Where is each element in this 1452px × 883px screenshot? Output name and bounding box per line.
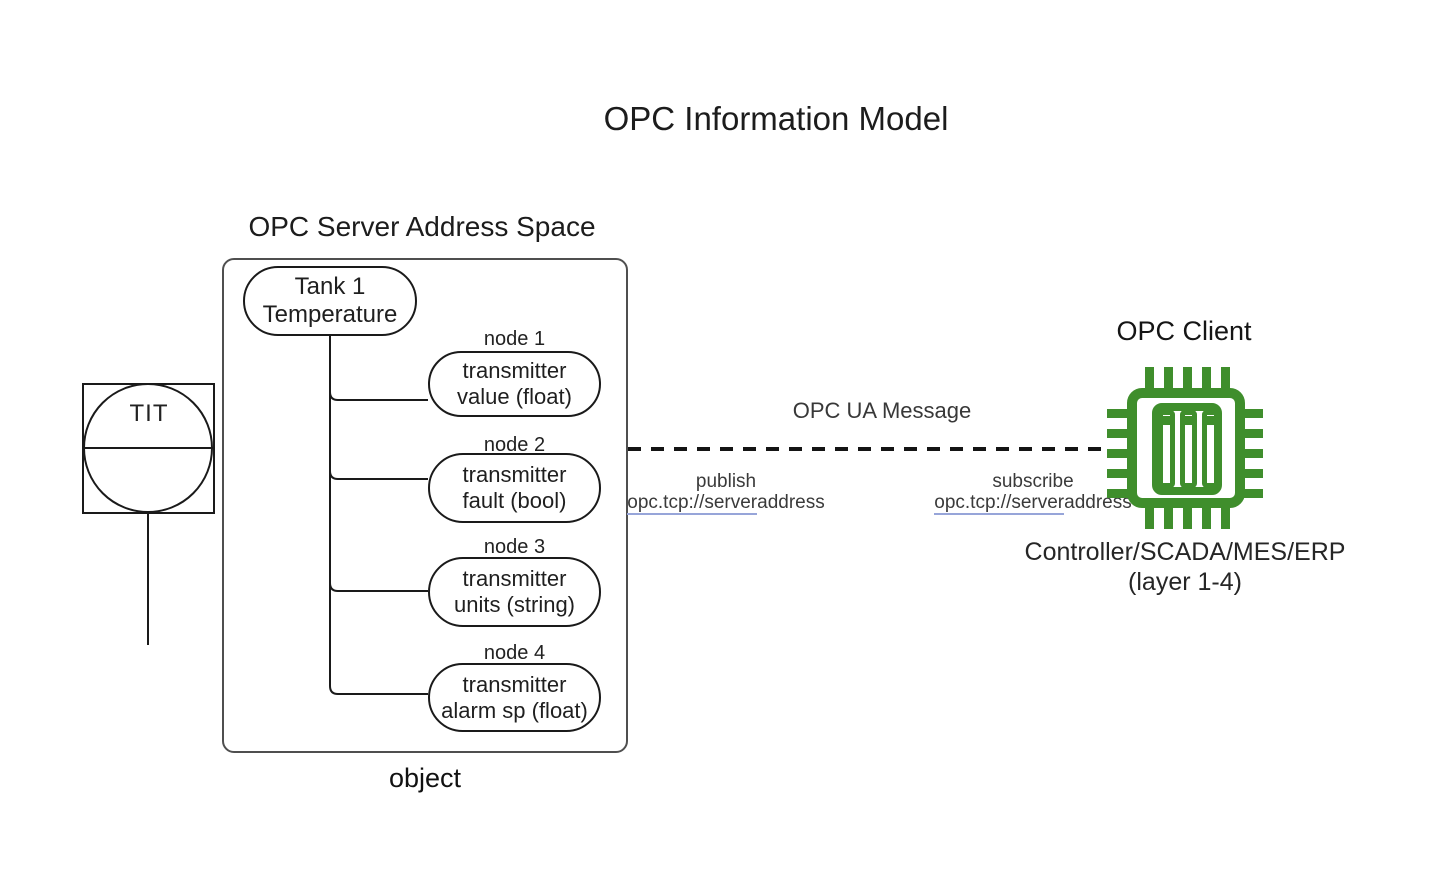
client-caption-line2: (layer 1-4) [1128,568,1242,596]
instrument-tag: TIT [129,400,169,427]
node-1-capsule: transmitter value (float) [428,351,601,417]
object-caption: object [388,763,462,793]
publish-address: opc.tcp://serveraddress [621,492,831,515]
message-label: OPC UA Message [792,398,972,423]
server-heading: OPC Server Address Space [248,211,596,242]
root-node-line2: Temperature [262,301,398,328]
root-node-capsule: Tank 1 Temperature [243,266,417,336]
subscribe-address-link[interactable]: opc.tcp://server [934,492,1065,515]
page-title: OPC Information Model [603,100,949,137]
node-2-capsule: transmitter fault (bool) [428,453,601,523]
node-3-label: node 3 [483,536,546,558]
node-1-label: node 1 [483,328,546,350]
dashed-link-line [628,447,1108,451]
node-4-capsule: transmitter alarm sp (float) [428,663,601,732]
node-3-line1: transmitter [462,566,567,591]
subscribe-action: subscribe [992,471,1074,492]
node-1-line2: value (float) [457,384,572,409]
node-1-line1: transmitter [462,358,567,383]
publish-action: publish [695,471,757,492]
publish-endpoint: publish opc.tcp://serveraddress [621,471,831,515]
tit-instrument-symbol [82,383,215,645]
node-3-line2: units (string) [453,592,576,617]
chip-icon [1107,367,1263,529]
client-caption: Controller/SCADA/MES/ERP (layer 1-4) [1023,537,1347,597]
node-2-line1: transmitter [462,462,567,487]
node-3-capsule: transmitter units (string) [428,557,601,627]
client-caption-line1: Controller/SCADA/MES/ERP [1024,538,1346,566]
tree-connector [329,335,428,695]
client-heading: OPC Client [1116,316,1252,346]
node-2-label: node 2 [483,434,546,456]
node-2-line2: fault (bool) [462,488,567,513]
root-node-line1: Tank 1 [294,273,366,300]
publish-address-link[interactable]: opc.tcp://server [627,492,758,515]
node-4-line2: alarm sp (float) [441,697,588,723]
node-4-line1: transmitter [462,671,567,697]
publish-address-rest: address [757,492,825,513]
node-4-label: node 4 [483,642,546,664]
